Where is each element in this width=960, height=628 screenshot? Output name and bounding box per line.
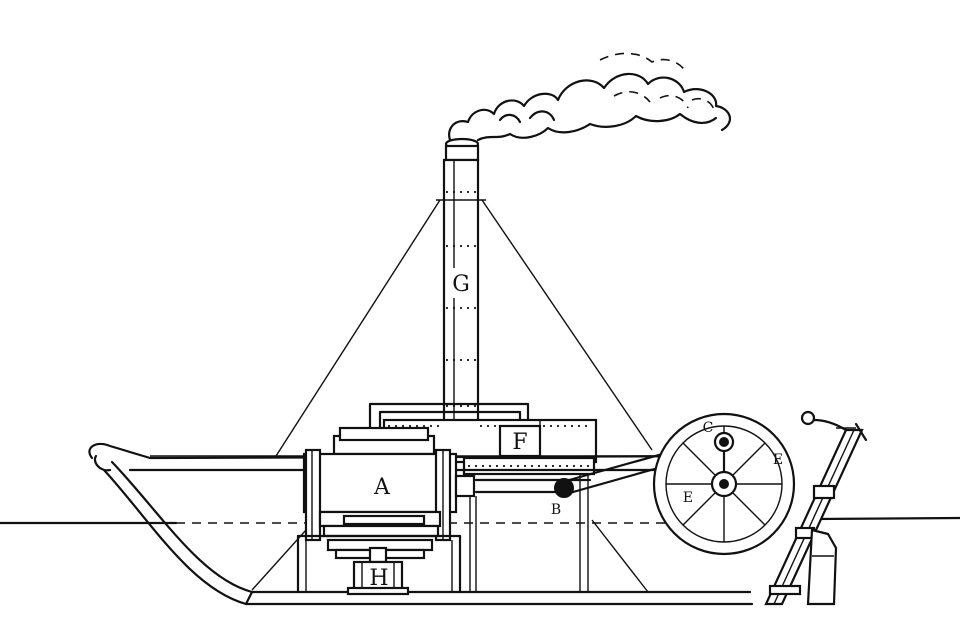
label-E-left: E [683,490,693,506]
funnel-stays [275,199,653,457]
label-F: F [512,430,527,455]
label-C: C [703,420,714,436]
funnel: G [442,137,480,458]
label-B: B [551,502,561,518]
paddle-wheel: C E E [652,412,796,556]
label-H: H [369,566,388,591]
label-G: G [452,272,470,297]
engine-frame: A [296,426,476,594]
label-E-right: E [773,452,783,468]
label-A: A [373,475,391,500]
waterline [0,516,960,525]
rudder [764,410,868,606]
air-pump: H [346,546,410,596]
smoke-plume [448,52,732,142]
